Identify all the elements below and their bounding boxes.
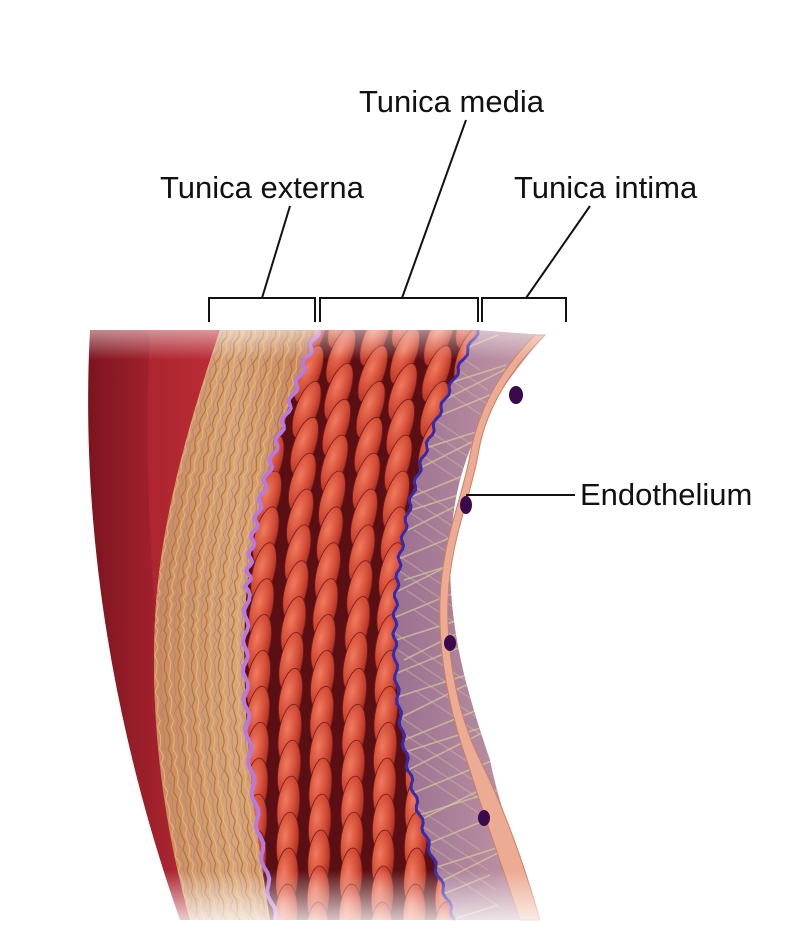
endothelial-nucleus <box>460 496 472 514</box>
bracket-tunica-media <box>319 297 479 322</box>
bracket-tunica-intima <box>481 297 567 322</box>
leader-tunica-media <box>401 119 467 299</box>
label-tunica-externa: Tunica externa <box>160 170 364 205</box>
label-tunica-media: Tunica media <box>359 84 544 119</box>
endothelial-nucleus <box>444 635 456 651</box>
internal-elastic-lamina <box>391 329 480 921</box>
label-endothelium: Endothelium <box>580 477 753 512</box>
label-tunica-intima: Tunica intima <box>514 170 698 205</box>
endothelial-nucleus <box>509 386 523 404</box>
endothelial-nucleus <box>478 810 490 826</box>
leader-tunica-intima <box>525 205 591 299</box>
external-elastic-lamina <box>240 329 322 921</box>
leader-lines <box>261 119 591 496</box>
leader-tunica-externa <box>261 205 291 299</box>
